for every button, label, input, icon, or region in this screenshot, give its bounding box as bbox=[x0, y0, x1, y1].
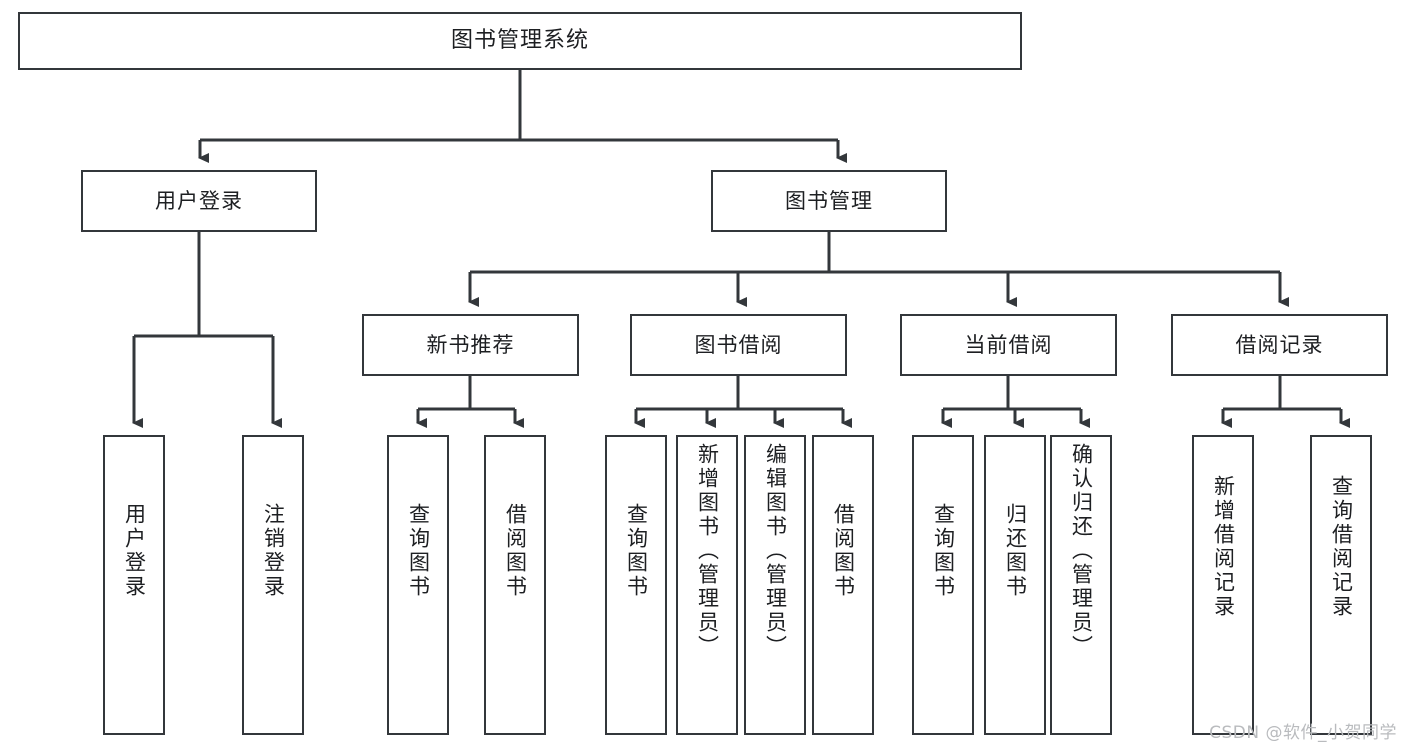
node-label: 查询借阅记录 bbox=[1329, 475, 1354, 619]
node-label: 用户登录 bbox=[122, 503, 147, 599]
node-label: 查询图书 bbox=[624, 503, 649, 599]
node-label: 图书管理系统 bbox=[450, 28, 589, 54]
watermark: CSDN @软件_小贺同学 bbox=[1209, 723, 1397, 743]
node-leaf-query-book-1[interactable]: 查询图书 bbox=[387, 435, 449, 735]
node-leaf-query-book-2[interactable]: 查询图书 bbox=[605, 435, 667, 735]
node-label: 当前借阅 bbox=[964, 332, 1053, 357]
node-label: 借阅记录 bbox=[1235, 332, 1324, 357]
node-leaf-add-record[interactable]: 新增借阅记录 bbox=[1192, 435, 1254, 735]
node-label: 新增借阅记录 bbox=[1211, 475, 1236, 619]
node-leaf-borrow-book-2[interactable]: 借阅图书 bbox=[812, 435, 874, 735]
node-root[interactable]: 图书管理系统 bbox=[18, 12, 1022, 70]
node-leaf-user-login[interactable]: 用户登录 bbox=[103, 435, 165, 735]
node-label: 新增图书（管理员） bbox=[695, 443, 720, 659]
node-label: 编辑图书（管理员） bbox=[763, 443, 788, 659]
node-label: 借阅图书 bbox=[831, 503, 856, 599]
node-leaf-confirm-return[interactable]: 确认归还（管理员） bbox=[1050, 435, 1112, 735]
node-label: 确认归还（管理员） bbox=[1069, 443, 1094, 659]
node-label: 图书管理 bbox=[785, 188, 873, 213]
node-leaf-query-record[interactable]: 查询借阅记录 bbox=[1310, 435, 1372, 735]
node-leaf-add-book-admin[interactable]: 新增图书（管理员） bbox=[676, 435, 738, 735]
node-label: 查询图书 bbox=[406, 503, 431, 599]
node-label: 用户登录 bbox=[155, 188, 243, 213]
node-leaf-edit-book-admin[interactable]: 编辑图书（管理员） bbox=[744, 435, 806, 735]
node-label: 图书借阅 bbox=[694, 332, 783, 357]
node-label: 新书推荐 bbox=[426, 332, 515, 357]
node-leaf-logout-login[interactable]: 注销登录 bbox=[242, 435, 304, 735]
node-borrow-record[interactable]: 借阅记录 bbox=[1171, 314, 1388, 376]
node-book-manage[interactable]: 图书管理 bbox=[711, 170, 947, 232]
node-new-book-recommend[interactable]: 新书推荐 bbox=[362, 314, 579, 376]
node-label: 借阅图书 bbox=[503, 503, 528, 599]
node-book-borrow[interactable]: 图书借阅 bbox=[630, 314, 847, 376]
node-user-login[interactable]: 用户登录 bbox=[81, 170, 317, 232]
node-current-borrow[interactable]: 当前借阅 bbox=[900, 314, 1117, 376]
node-leaf-borrow-book-1[interactable]: 借阅图书 bbox=[484, 435, 546, 735]
node-leaf-return-book[interactable]: 归还图书 bbox=[984, 435, 1046, 735]
node-label: 注销登录 bbox=[261, 503, 286, 599]
node-label: 归还图书 bbox=[1003, 503, 1028, 599]
node-leaf-query-book-3[interactable]: 查询图书 bbox=[912, 435, 974, 735]
node-label: 查询图书 bbox=[931, 503, 956, 599]
